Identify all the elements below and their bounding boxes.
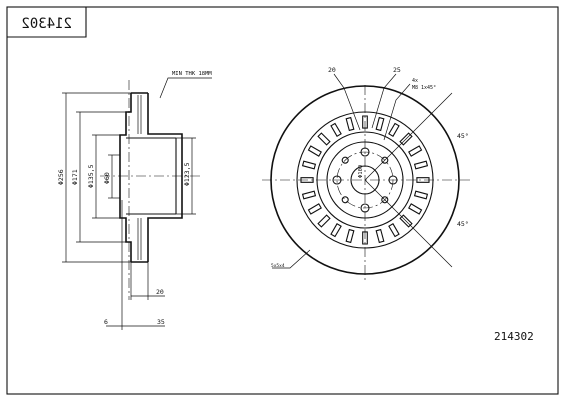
vent-slot bbox=[307, 203, 322, 215]
label-m: M8 1x45° bbox=[412, 85, 436, 91]
title-box: 214302 bbox=[7, 7, 87, 38]
angle-top: 45° bbox=[457, 132, 469, 140]
vent-slot bbox=[408, 203, 423, 215]
vent-slot bbox=[408, 145, 423, 157]
bolt-hole bbox=[360, 147, 370, 157]
vent-slot bbox=[330, 122, 342, 137]
vent-slot bbox=[375, 116, 385, 132]
bolt-hole bbox=[381, 156, 389, 164]
bolt-hole bbox=[360, 203, 370, 213]
bolt-hole bbox=[341, 156, 349, 164]
label-4x: 4x bbox=[412, 78, 418, 84]
vent-slot bbox=[413, 160, 429, 170]
bolt-hole bbox=[381, 196, 389, 204]
vent-slot bbox=[388, 122, 400, 137]
label-bottom-left: 5x5x4 bbox=[271, 263, 285, 269]
vent-slot bbox=[330, 223, 342, 238]
vent-slot bbox=[413, 190, 429, 200]
dia-hat-label: Φ171 bbox=[71, 169, 79, 185]
thickness-label: 20 bbox=[156, 288, 164, 296]
bolt-hole bbox=[341, 196, 349, 204]
vent-slot bbox=[375, 228, 385, 244]
title-box-text: 214302 bbox=[21, 16, 72, 32]
side-view: MIN THK 18MM Φ256 Φ171 Φ135,5 Φ60 Φ123,5… bbox=[57, 71, 212, 330]
vent-slot bbox=[416, 177, 430, 183]
pcd-circle bbox=[336, 151, 394, 209]
dia-center-label: Φ60 bbox=[103, 172, 111, 184]
label-25: 25 bbox=[393, 66, 401, 74]
vent-slot bbox=[317, 214, 331, 228]
part-number: 214302 bbox=[494, 330, 534, 343]
bolt-hole bbox=[388, 175, 398, 185]
vent-slot bbox=[307, 145, 322, 157]
vent-slot bbox=[300, 177, 314, 183]
vent-slot bbox=[399, 214, 413, 228]
dia-inner-label: Φ123,5 bbox=[183, 162, 191, 186]
dia-outer-label: Φ256 bbox=[57, 169, 65, 185]
sheet-border bbox=[6, 6, 559, 395]
vent-slot bbox=[362, 115, 368, 129]
height-label: 35 bbox=[157, 318, 165, 326]
vent-slots bbox=[300, 115, 430, 245]
vent-slot bbox=[362, 231, 368, 245]
bolt-hole bbox=[332, 175, 342, 185]
min-thk-note: MIN THK 18MM bbox=[172, 71, 212, 77]
dia-bolt-label: Φ135,5 bbox=[87, 164, 95, 188]
vent-slot bbox=[301, 190, 317, 200]
vent-slot bbox=[301, 160, 317, 170]
angle-bottom: 45° bbox=[457, 220, 469, 228]
label-20: 20 bbox=[328, 66, 336, 74]
vent-slot bbox=[399, 132, 413, 146]
vent-channel bbox=[137, 95, 142, 260]
vent-slot bbox=[345, 116, 355, 132]
pcd-label: Φ100 bbox=[358, 165, 364, 178]
vent-slot bbox=[388, 223, 400, 238]
center-bore bbox=[350, 165, 380, 195]
bolt-holes bbox=[332, 147, 398, 213]
vent-slot bbox=[317, 132, 331, 146]
vent-slot bbox=[345, 228, 355, 244]
disc-outer-circle bbox=[270, 85, 460, 275]
front-view: 20 25 4x M8 1x45° 45° 45° Φ100 5x5x4 bbox=[262, 66, 472, 280]
offset-label: 6 bbox=[104, 318, 108, 326]
